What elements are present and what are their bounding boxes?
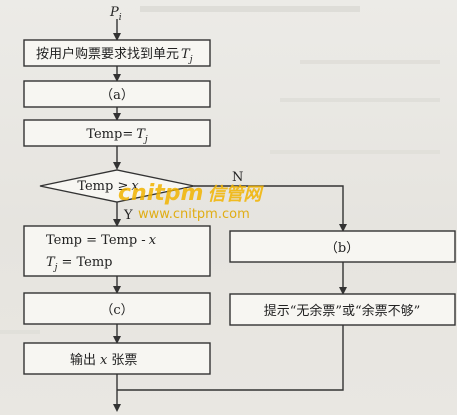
step-c-label: （c） xyxy=(100,303,133,318)
step-a-box xyxy=(23,80,211,108)
decision-text: Temp ≥x xyxy=(77,179,139,194)
step-update-temp-line1: Temp = Temp -x xyxy=(46,233,157,248)
step-prompt-box xyxy=(229,293,456,326)
step-assign-temp-text: Temp=Tj xyxy=(86,127,148,145)
step-update-temp-line2: Tj= Temp xyxy=(46,255,113,273)
bleed-through-text xyxy=(0,6,440,334)
step-a-label: （a） xyxy=(100,88,134,103)
step-c-box xyxy=(23,292,211,325)
arrow-decision-no xyxy=(194,185,347,232)
start-label: Pi xyxy=(109,5,122,23)
step-b-box xyxy=(229,230,456,263)
step-b-label: （b） xyxy=(325,241,359,256)
step-prompt-text: 提示“无余票”或“余票不够” xyxy=(264,303,421,319)
step-update-temp-box xyxy=(23,225,211,277)
decision-yes-label: Y xyxy=(123,208,133,223)
step-output-box xyxy=(23,342,211,375)
step-assign-temp-box xyxy=(23,119,211,147)
watermark-url: www.cnitpm.com xyxy=(138,207,250,222)
step-find-unit-box xyxy=(23,39,211,67)
connector-prompt-to-merge xyxy=(117,325,344,391)
decision-no-label: N xyxy=(232,170,243,185)
